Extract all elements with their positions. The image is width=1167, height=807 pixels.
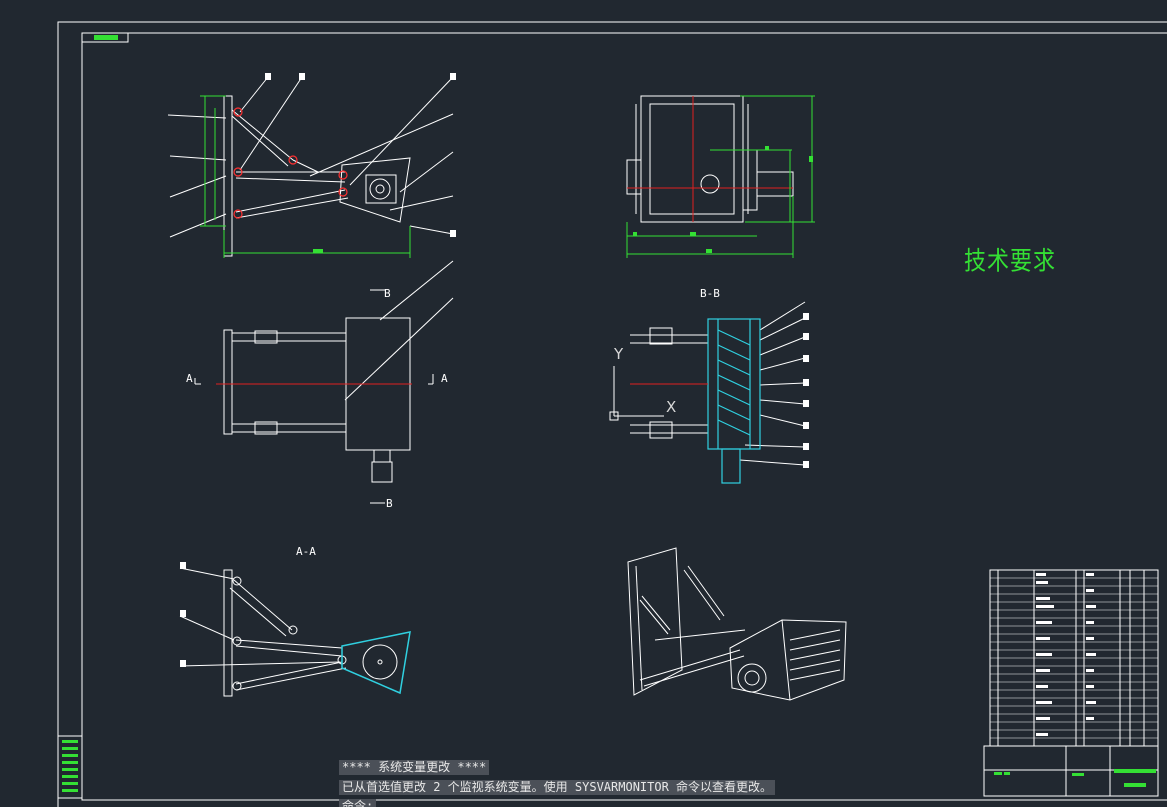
isometric-view[interactable]: [627, 547, 847, 701]
command-history-line-2: 已从首选值更改 2 个监视系统变量。使用 SYSVARMONITOR 命令以查看…: [339, 780, 776, 795]
front-view[interactable]: [167, 76, 454, 257]
ucs-y-label: Y: [614, 345, 624, 363]
section-bb-label: B-B: [700, 287, 720, 300]
section-aa-view[interactable]: [179, 567, 398, 697]
cut-a-left-label: A: [186, 372, 193, 385]
front-view-balloons: [265, 73, 456, 237]
top-view-dim-text: [633, 146, 813, 253]
section-aa-hopper: [341, 631, 411, 695]
title-tag: [94, 35, 118, 40]
drawing-frame: [57, 21, 1167, 807]
cut-a-right-label: A: [441, 372, 448, 385]
command-history-line-1: **** 系统变量更改 ****: [339, 760, 490, 775]
section-bb-view[interactable]: [609, 301, 806, 466]
side-stamp: [62, 740, 78, 792]
ucs-x-label: X: [666, 398, 677, 416]
top-view-dimensions: [626, 95, 815, 258]
front-view-joints: [233, 107, 348, 219]
section-aa-label: A-A: [296, 545, 316, 558]
command-prompt[interactable]: 命令:: [339, 799, 377, 807]
cut-b-bottom-label: B: [386, 497, 393, 510]
technical-requirements-title: 技术要求: [964, 247, 1057, 277]
parts-list-text-blocks: [1036, 573, 1096, 736]
auger-section: [707, 318, 761, 484]
section-aa-balloons: [180, 562, 186, 667]
side-view[interactable]: [194, 260, 454, 504]
title-block-stamps: [994, 769, 1156, 787]
section-bb-balloons: [803, 313, 809, 468]
cut-b-top-label: B: [384, 287, 391, 300]
top-view-centerlines: [627, 96, 793, 222]
parts-list-rows: [990, 577, 1158, 739]
top-view[interactable]: [626, 95, 794, 223]
dim-text: [313, 249, 323, 253]
parts-list[interactable]: [983, 569, 1159, 797]
